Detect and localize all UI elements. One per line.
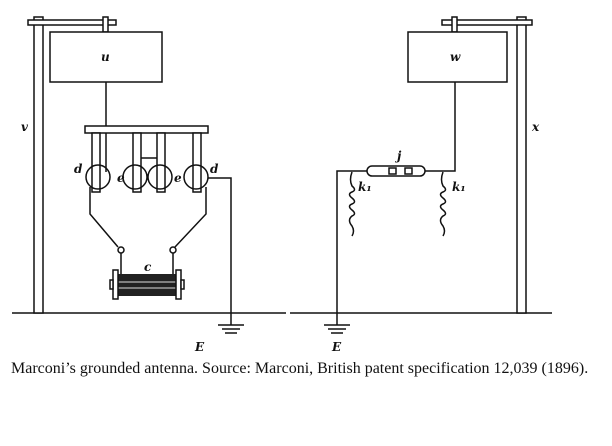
aerial-plate-w <box>407 31 508 83</box>
label-w: w <box>450 50 461 64</box>
label-d-left: d <box>74 162 83 176</box>
mast-crossbar-right <box>441 19 533 26</box>
figure-caption: Marconi’s grounded antenna. Source: Marc… <box>11 360 589 377</box>
mast-v <box>33 16 44 314</box>
transmitter: u v d d e e c E <box>21 16 244 354</box>
label-e-left: e <box>117 171 125 185</box>
label-v: v <box>21 120 29 134</box>
label-e-right: e <box>174 171 182 185</box>
label-x: x <box>531 120 540 134</box>
choke-coil-left <box>348 171 356 237</box>
mast-crossbar <box>27 19 117 26</box>
label-k1-right: k₁ <box>452 180 466 194</box>
label-c: c <box>144 260 152 274</box>
label-j: j <box>395 149 402 163</box>
label-E-left: E <box>194 340 205 354</box>
aerial-plate-u <box>49 31 163 83</box>
choke-coil-right <box>439 171 447 237</box>
earth-symbol <box>218 324 244 334</box>
label-d-right: d <box>210 162 219 176</box>
receiver: w x j k₁ k₁ E <box>324 16 540 354</box>
label-E-right: E <box>331 340 342 354</box>
coherer-j <box>366 165 426 177</box>
mast-x <box>516 16 527 314</box>
induction-coil-c <box>109 269 185 300</box>
label-u: u <box>101 50 110 64</box>
spark-balls <box>85 132 209 193</box>
label-k1-left: k₁ <box>358 180 372 194</box>
support-bar <box>84 125 209 134</box>
earth-symbol-right <box>324 324 350 334</box>
earth-wire <box>208 177 232 325</box>
